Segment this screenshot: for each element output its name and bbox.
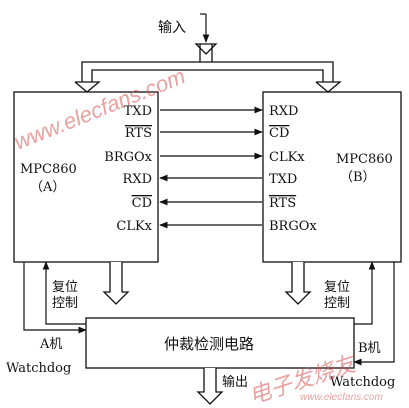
watermark-bottom-right-url: www.elecfans.com [300, 392, 383, 403]
watchdog-label-right: Watchdog [330, 375, 395, 390]
watchdog-line-right [353, 262, 395, 366]
machine-a-label: A机 [39, 337, 62, 352]
mpc860-a-name: MPC860 [20, 162, 77, 177]
machine-b-label: B机 [358, 341, 381, 356]
signal-b-clkx: CLKx [269, 150, 305, 165]
watchdog-line-left [23, 262, 87, 334]
signal-b-cd: CD [269, 126, 289, 141]
watchdog-label-left: Watchdog [6, 361, 71, 376]
arbitration-detector-block [85, 317, 355, 369]
b-to-detector-arrow [284, 262, 312, 305]
signal-a-rts: RTS [125, 126, 152, 141]
reset-label-right-2: 控制 [324, 296, 350, 311]
reset-label-left-2: 控制 [52, 296, 78, 311]
a-to-detector-arrow [102, 262, 130, 305]
signal-b-rts: RTS [269, 196, 296, 211]
reset-line-right [354, 261, 376, 325]
mpc860-b-id: （B） [340, 170, 376, 185]
reset-line-left [42, 261, 86, 325]
input-label: 输入 [158, 20, 186, 36]
mpc860-a-id: （A） [30, 180, 65, 195]
signal-b-brgox: BRGOx [269, 219, 317, 234]
signal-a-txd: TXD [124, 104, 152, 119]
output-arrow [196, 368, 224, 405]
reset-label-left-1: 复位 [52, 280, 78, 295]
arbitration-detector-label: 仲裁检测电路 [164, 335, 254, 353]
signal-b-rxd: RXD [269, 104, 298, 119]
input-bus-arrow [74, 43, 342, 93]
mpc860-b-block [262, 91, 402, 263]
signal-a-cd: CD [132, 196, 152, 211]
output-label: 输出 [222, 374, 248, 390]
mpc860-b-name: MPC860 [336, 152, 393, 167]
signal-b-txd: TXD [269, 172, 297, 187]
mpc860-a-block [13, 91, 159, 263]
signal-a-rxd: RXD [123, 172, 152, 187]
signal-a-clkx: CLKx [116, 219, 152, 234]
signal-a-brgox: BRGOx [104, 150, 152, 165]
reset-label-right-1: 复位 [324, 280, 350, 295]
